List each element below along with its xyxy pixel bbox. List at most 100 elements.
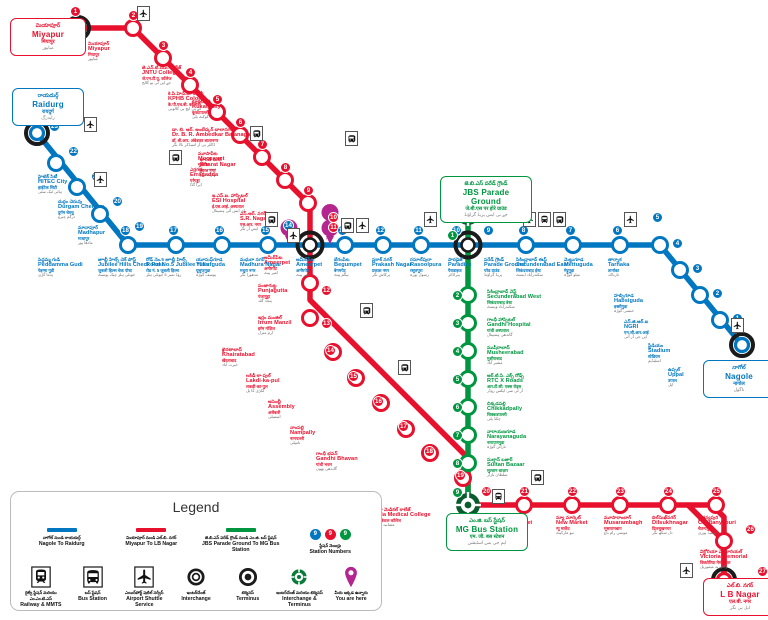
station-number-red-21[interactable]: 21 (519, 486, 530, 497)
legend-icon-list: రైల్వే స్టేషన్ మరియు ఎం.ఎం.టి.ఎస్Railway… (11, 566, 381, 608)
interchange-terminus-mgbs (455, 492, 481, 518)
railway-mmts-icon (169, 150, 182, 165)
station-number-green-1[interactable]: 1 (447, 230, 458, 241)
station-number-blue-17[interactable]: 17 (168, 225, 179, 236)
station-label-blue-18: జూబ్లీ హిల్స్ చెక్ పోస్ట్Jubilee Hills C… (98, 257, 164, 278)
interchange-ameerpet (295, 230, 325, 260)
airport-shuttle-icon (118, 566, 170, 588)
station-number-blue-5[interactable]: 5 (652, 212, 663, 223)
station-number-red-22[interactable]: 22 (567, 486, 578, 497)
station-number-red-23[interactable]: 23 (615, 486, 626, 497)
station-number-blue-18[interactable]: 18 (120, 225, 131, 236)
station-number-blue-7[interactable]: 7 (565, 225, 576, 236)
station-number-blue-20[interactable]: 20 (112, 196, 123, 207)
station-number-red-24[interactable]: 24 (663, 486, 674, 497)
legend-icon-label-en: You are here (335, 596, 367, 602)
legend-swatch-red-line (136, 528, 167, 532)
interchange-icon (170, 566, 222, 588)
station-number-red-12[interactable]: 12 (321, 285, 332, 296)
station-number-blue-22[interactable]: 22 (68, 146, 79, 157)
legend-number-sample: 9 (339, 528, 351, 540)
station-number-red-18[interactable]: 18 (424, 446, 435, 457)
station-number-blue-6[interactable]: 6 (612, 225, 623, 236)
station-number-blue-2[interactable]: 2 (712, 288, 723, 299)
station-number-red-8[interactable]: 8 (280, 162, 291, 173)
station-number-green-5[interactable]: 5 (452, 374, 463, 385)
station-number-red-1[interactable]: 1 (70, 6, 81, 17)
station-number-green-6[interactable]: 6 (452, 402, 463, 413)
legend-icon-label-en: Interchange (181, 596, 211, 602)
station-number-red-4[interactable]: 4 (185, 67, 196, 78)
legend-label-en: Nagole To Raidurg (38, 541, 85, 547)
station-number-blue-11[interactable]: 11 (413, 225, 424, 236)
airport-shuttle-icon (731, 318, 744, 333)
station-number-green-4[interactable]: 4 (452, 346, 463, 357)
legend-terminus-icon: టెర్మినస్Terminus (222, 566, 274, 608)
station-number-red-27[interactable]: 27 (757, 566, 768, 577)
station-number-blue-19[interactable]: 19 (134, 221, 145, 232)
station-number-red-20[interactable]: 20 (481, 486, 492, 497)
railway-mmts-icon (250, 126, 263, 141)
bus-station-icon (538, 212, 551, 227)
railway-mmts-icon (341, 218, 354, 233)
station-number-green-8[interactable]: 8 (452, 458, 463, 469)
legend-icon-label-te: బస్ స్టేషన్ (84, 590, 101, 595)
station-number-green-7[interactable]: 7 (452, 430, 463, 441)
station-number-red-25[interactable]: 25 (711, 486, 722, 497)
legend-icon-label-te: ఇంటర్‌చేంజ్ మరియు టెర్మినస్ (276, 590, 323, 595)
station-number-red-6[interactable]: 6 (235, 117, 246, 128)
station-number-red-9[interactable]: 9 (303, 185, 314, 196)
railway-mmts-icon (360, 303, 373, 318)
legend-airport-shuttle-icon: ఎయిర్‌పోర్ట్ షటిల్ సర్వీస్Airport Shuttl… (118, 566, 170, 608)
station-number-blue-4[interactable]: 4 (672, 238, 683, 249)
station-number-red-26[interactable]: 26 (745, 524, 756, 535)
station-number-blue-12[interactable]: 12 (375, 225, 386, 236)
airport-shuttle-icon (84, 117, 97, 132)
station-number-red-15[interactable]: 15 (348, 371, 359, 382)
station-number-blue-16[interactable]: 16 (214, 225, 225, 236)
airport-shuttle-icon (94, 172, 107, 187)
station-number-red-19[interactable]: 19 (455, 470, 466, 481)
station-number-green-2[interactable]: 2 (452, 290, 463, 301)
station-number-green-9[interactable]: 9 (452, 487, 463, 498)
station-number-red-17[interactable]: 17 (398, 421, 409, 432)
station-number-red-16[interactable]: 16 (373, 396, 384, 407)
legend-swatch-blue-line (46, 528, 77, 532)
legend-number-sample: 9 (324, 528, 336, 540)
station-number-blue-3[interactable]: 3 (692, 263, 703, 274)
legend-icon-label-te: ఇంటర్‌చేంజ్ (186, 590, 206, 595)
station-number-red-5[interactable]: 5 (212, 94, 223, 105)
station-number-red-13[interactable]: 13 (321, 318, 332, 329)
station-number-red-14[interactable]: 14 (325, 345, 336, 356)
legend-icon-label-en: Railway & MMTS (20, 602, 62, 608)
station-number-red-3[interactable]: 3 (158, 40, 169, 51)
terminal-box-jbs[interactable]: జె.బి.ఎస్ పరేడ్ గ్రౌండ్JBS Parade Ground… (440, 176, 532, 223)
station-number-green-3[interactable]: 3 (452, 318, 463, 329)
legend-label-en: JBS Parade Ground To MG Bus Station (202, 541, 280, 553)
station-number-blue-9[interactable]: 9 (483, 225, 494, 236)
